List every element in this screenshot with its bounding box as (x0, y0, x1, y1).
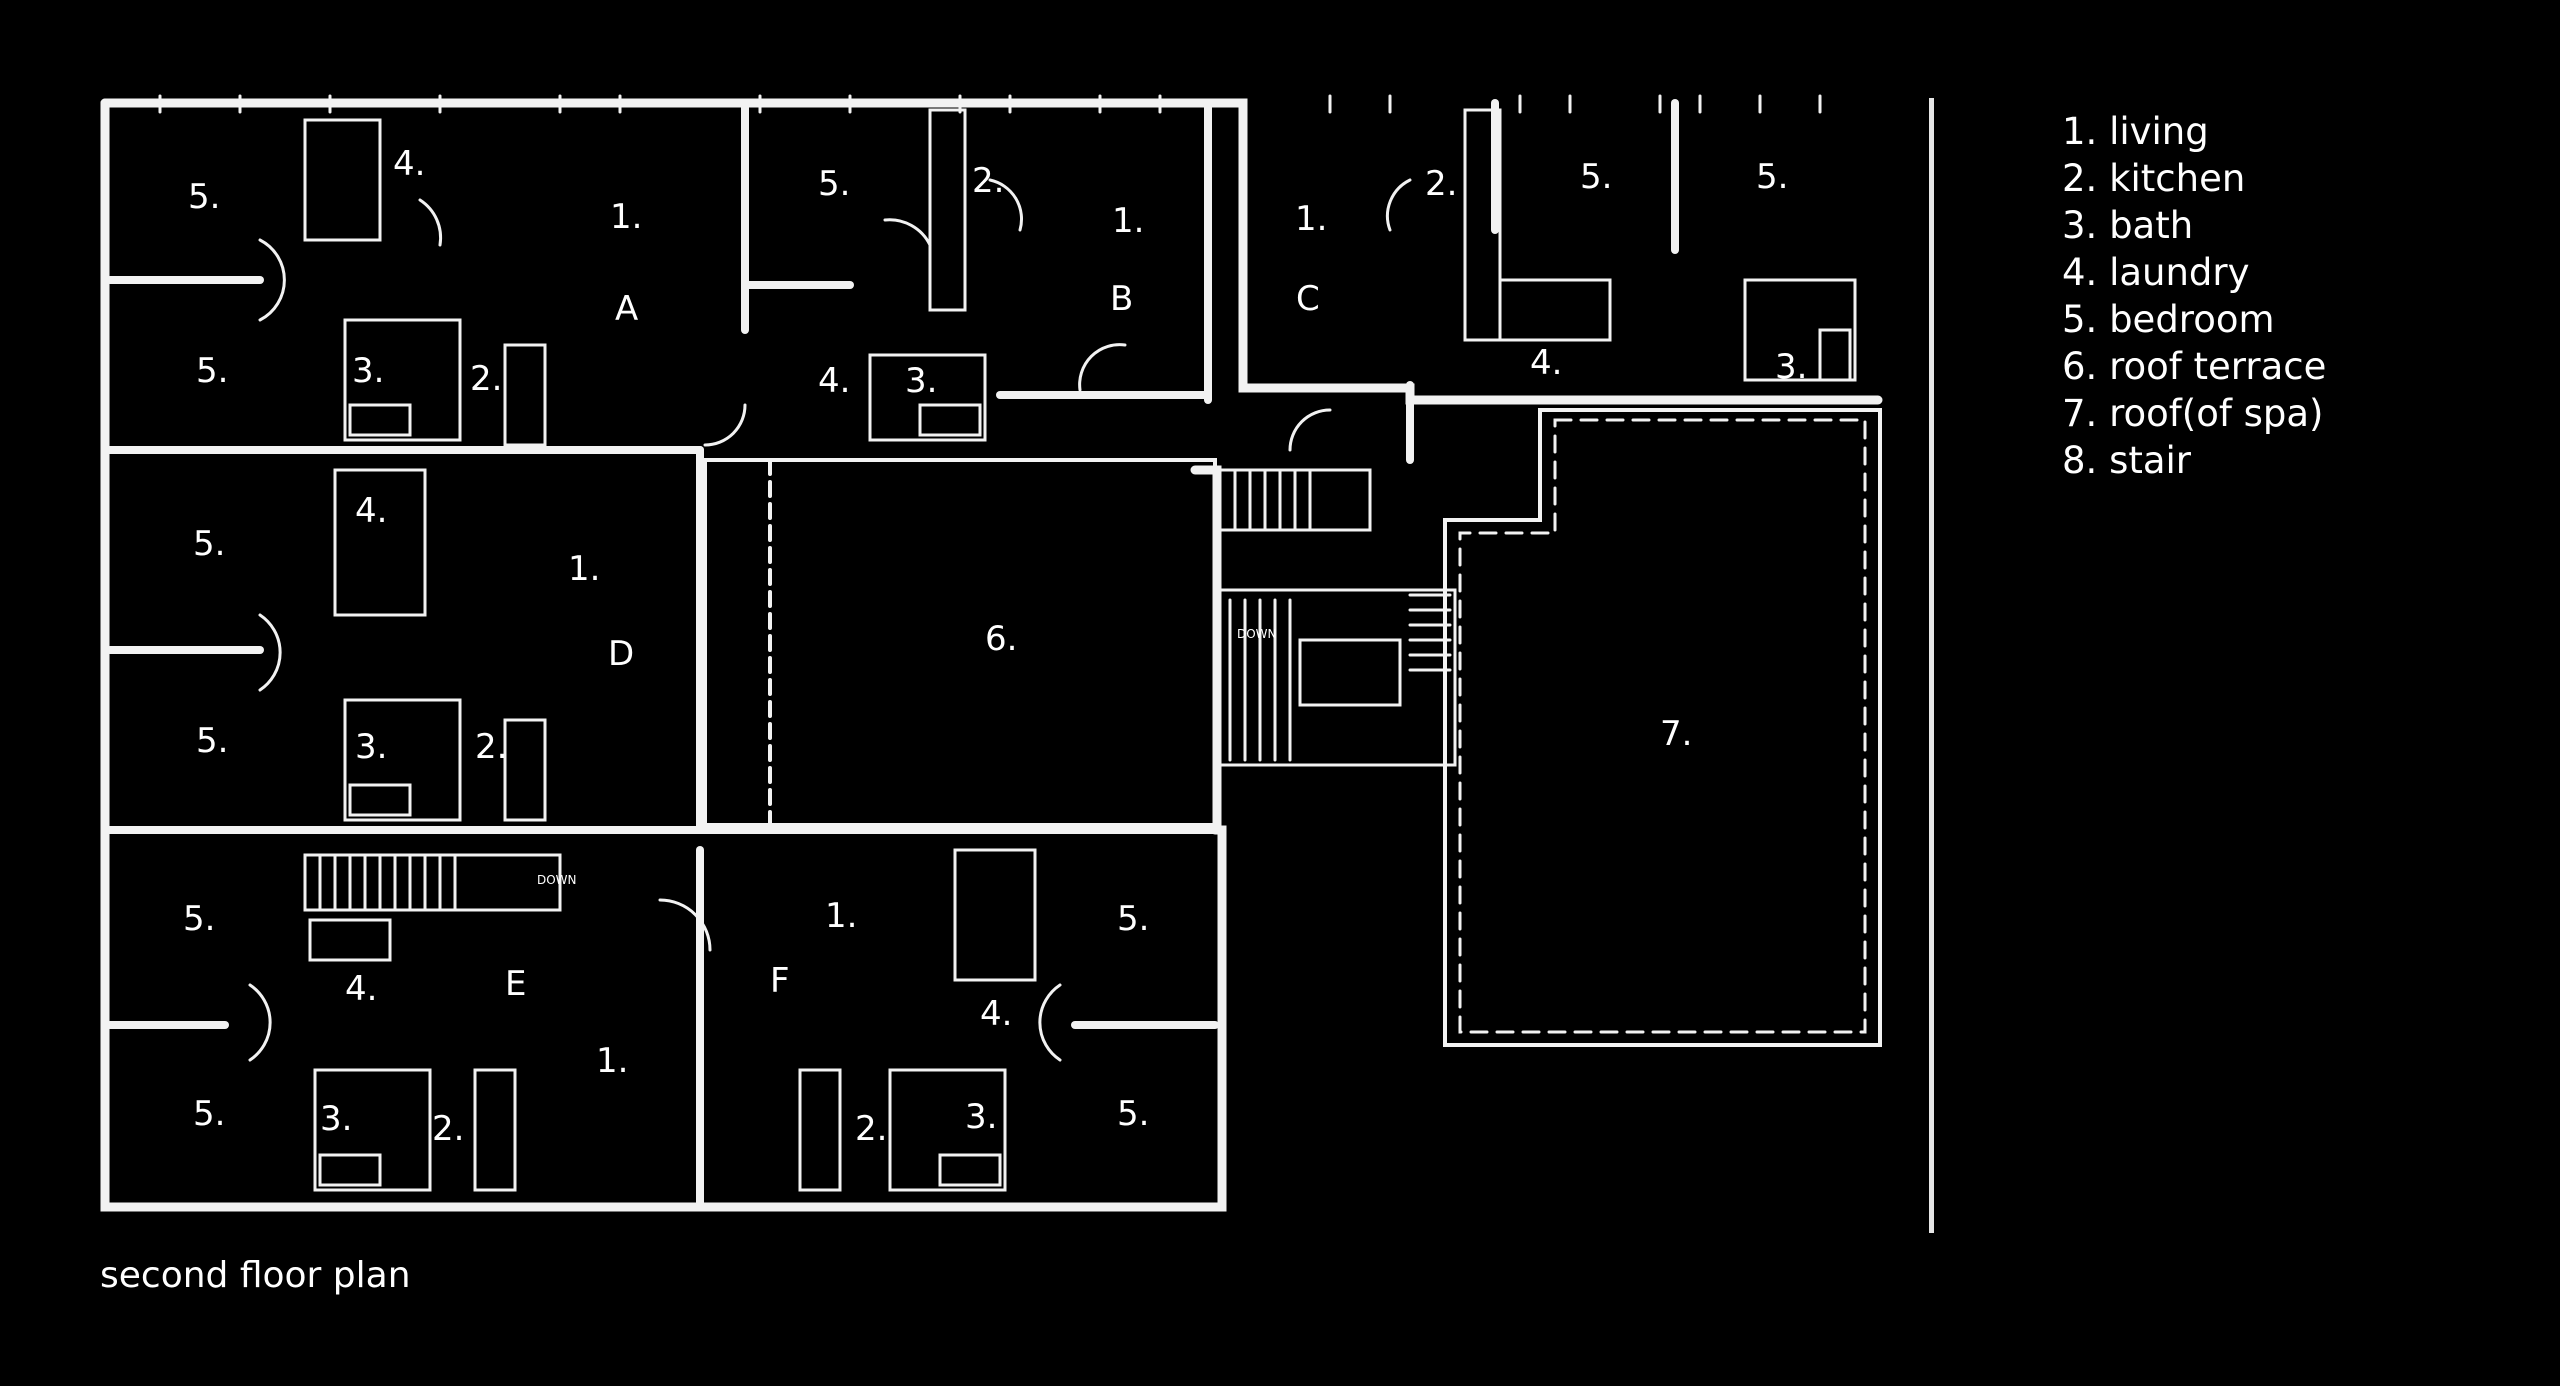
label-bath: 3. (320, 1099, 352, 1139)
label-kitchen: 2. (855, 1109, 887, 1149)
label-bath: 3. (965, 1097, 997, 1137)
label-bath: 3. (355, 727, 387, 767)
label-laundry: 4. (980, 994, 1012, 1034)
label-unit-e: E (505, 964, 526, 1004)
door-swings (248, 178, 1412, 1062)
label-bedroom: 5. (193, 524, 225, 564)
label-bath: 3. (905, 361, 937, 401)
room-labels: 5. 4. 1. A 5. 3. 2. 5. 2. 1. B 4. 3. 1. … (183, 144, 1807, 1149)
legend-item-bath: 3. bath (2062, 204, 2194, 247)
label-bedroom: 5. (196, 351, 228, 391)
divider-line (1929, 98, 1934, 1233)
label-unit-d: D (608, 634, 634, 674)
label-living: 1. (610, 197, 642, 237)
legend-item-stair: 8. stair (2062, 439, 2192, 482)
label-laundry: 4. (355, 491, 387, 531)
label-laundry: 4. (1530, 343, 1562, 383)
label-kitchen: 2. (470, 359, 502, 399)
label-roof-terrace: 6. (985, 619, 1017, 659)
label-unit-f: F (770, 961, 790, 1001)
label-kitchen: 2. (475, 727, 507, 767)
legend-item-roof-of-spa: 7. roof(of spa) (2062, 392, 2324, 435)
label-bedroom: 5. (183, 899, 215, 939)
label-roof-of-spa: 7. (1660, 714, 1692, 754)
central-stair (1218, 468, 1457, 767)
label-bedroom: 5. (188, 177, 220, 217)
label-bedroom: 5. (1117, 1094, 1149, 1134)
plan-title: second floor plan (100, 1255, 411, 1296)
label-laundry: 4. (393, 144, 425, 184)
label-kitchen: 2. (972, 161, 1004, 201)
legend-item-laundry: 4. laundry (2062, 251, 2250, 294)
legend-item-bedroom: 5. bedroom (2062, 298, 2275, 341)
label-stair-down: DOWN (1237, 627, 1277, 641)
interior-walls (101, 99, 1679, 1211)
label-bedroom: 5. (1117, 899, 1149, 939)
label-living: 1. (596, 1041, 628, 1081)
legend-item-roof-terrace: 6. roof terrace (2062, 345, 2327, 388)
label-kitchen: 2. (1425, 164, 1457, 204)
label-unit-c: C (1296, 279, 1320, 319)
legend-item-living: 1. living (2062, 110, 2209, 153)
label-living: 1. (825, 896, 857, 936)
roof-terrace-outline (703, 458, 1217, 827)
windows-top (158, 94, 1822, 114)
label-bedroom: 5. (818, 164, 850, 204)
label-laundry: 4. (818, 361, 850, 401)
label-laundry: 4. (345, 969, 377, 1009)
label-bedroom: 5. (193, 1094, 225, 1134)
label-unit-a: A (615, 289, 638, 329)
label-bedroom: 5. (1756, 157, 1788, 197)
fixtures (303, 108, 1857, 1192)
label-living: 1. (1295, 199, 1327, 239)
legend: 1. living 2. kitchen 3. bath 4. laundry … (2062, 108, 2326, 484)
label-bath: 3. (352, 351, 384, 391)
roof-of-spa-outline (1443, 408, 1882, 1047)
label-unit-b: B (1110, 279, 1133, 319)
label-living: 1. (1112, 201, 1144, 241)
label-stair-down: DOWN (537, 873, 577, 887)
label-kitchen: 2. (432, 1109, 464, 1149)
label-bath: 3. (1775, 347, 1807, 387)
unit-e-stair (303, 853, 562, 912)
label-living: 1. (568, 549, 600, 589)
label-bedroom: 5. (1580, 157, 1612, 197)
label-bedroom: 5. (196, 721, 228, 761)
legend-item-kitchen: 2. kitchen (2062, 157, 2246, 200)
